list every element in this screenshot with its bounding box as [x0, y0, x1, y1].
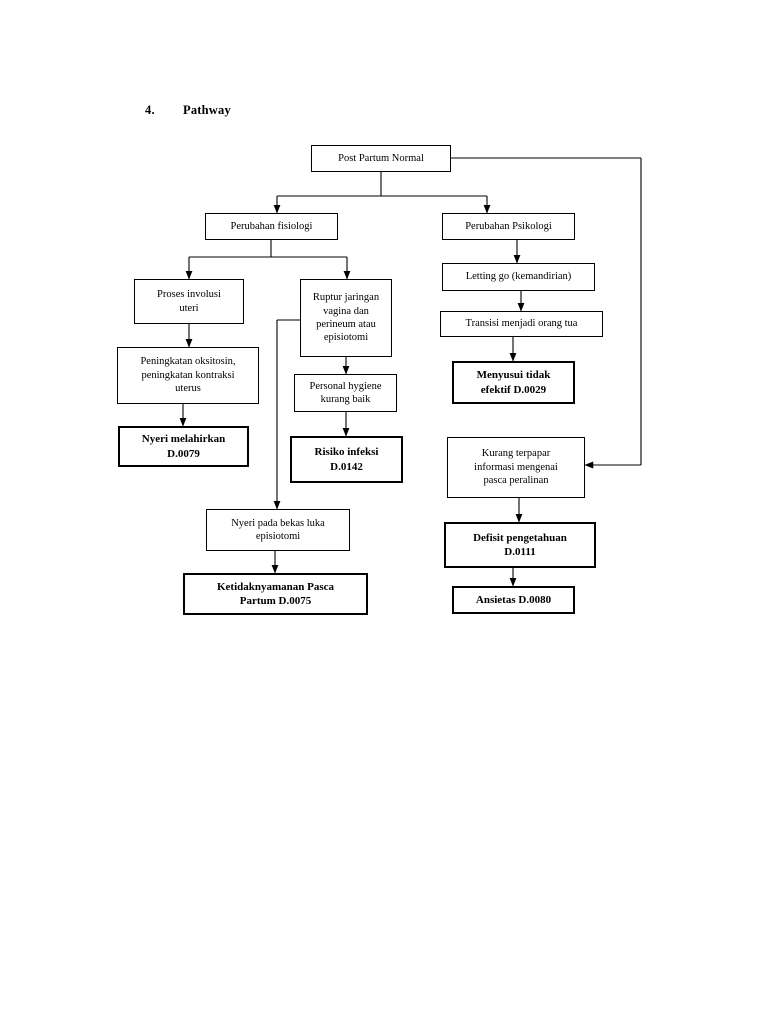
section-title: Pathway [183, 103, 231, 117]
node-label: Risiko infeksi D.0142 [314, 446, 379, 473]
node-label: Kurang terpapar informasi mengenai pasca… [474, 448, 558, 487]
node-perubahan-fisiologi: Perubahan fisiologi [205, 213, 338, 240]
node-label: Proses involusi uteri [157, 289, 221, 314]
node-ansietas: Ansietas D.0080 [452, 586, 575, 614]
node-label: Transisi menjadi orang tua [465, 318, 578, 330]
section-number: 4. [145, 103, 155, 117]
node-label: Post Partum Normal [338, 152, 424, 164]
node-label: Menyusui tidak efektif D.0029 [476, 369, 551, 396]
node-kurang-terpapar-informasi: Kurang terpapar informasi mengenai pasca… [447, 437, 585, 498]
node-nyeri-melahirkan: Nyeri melahirkan D.0079 [118, 426, 249, 467]
node-menyusui-tidak-efektif: Menyusui tidak efektif D.0029 [452, 361, 575, 404]
node-label: Peningkatan oksitosin, peningkatan kontr… [140, 356, 236, 395]
node-personal-hygiene: Personal hygiene kurang baik [294, 374, 397, 412]
node-perubahan-psikologi: Perubahan Psikologi [442, 213, 575, 240]
node-label: Defisit pengetahuan D.0111 [473, 531, 567, 558]
node-label: Ketidaknyamanan Pasca Partum D.0075 [216, 580, 335, 607]
node-label: Nyeri melahirkan D.0079 [141, 433, 226, 460]
node-label: Perubahan Psikologi [465, 220, 552, 232]
node-label: Personal hygiene kurang baik [309, 380, 382, 405]
node-letting-go: Letting go (kemandirian) [442, 263, 595, 291]
node-defisit-pengetahuan: Defisit pengetahuan D.0111 [444, 522, 596, 568]
node-peningkatan-oksitosin: Peningkatan oksitosin, peningkatan kontr… [117, 347, 259, 404]
node-post-partum-normal: Post Partum Normal [311, 145, 451, 172]
page-title: 4. Pathway [145, 103, 231, 118]
node-label: Letting go (kemandirian) [465, 271, 572, 283]
node-ketidaknyamanan-pasca-partum: Ketidaknyamanan Pasca Partum D.0075 [183, 573, 368, 615]
node-label: Perubahan fisiologi [230, 220, 313, 232]
node-risiko-infeksi: Risiko infeksi D.0142 [290, 436, 403, 483]
node-transisi-orang-tua: Transisi menjadi orang tua [440, 311, 603, 337]
node-proses-involusi-uteri: Proses involusi uteri [134, 279, 244, 324]
node-label: Ansietas D.0080 [475, 593, 552, 606]
node-ruptur-jaringan: Ruptur jaringan vagina dan perineum atau… [300, 279, 392, 357]
node-label: Ruptur jaringan vagina dan perineum atau… [312, 292, 380, 344]
node-nyeri-bekas-luka: Nyeri pada bekas luka episiotomi [206, 509, 350, 551]
node-label: Nyeri pada bekas luka episiotomi [231, 517, 325, 542]
